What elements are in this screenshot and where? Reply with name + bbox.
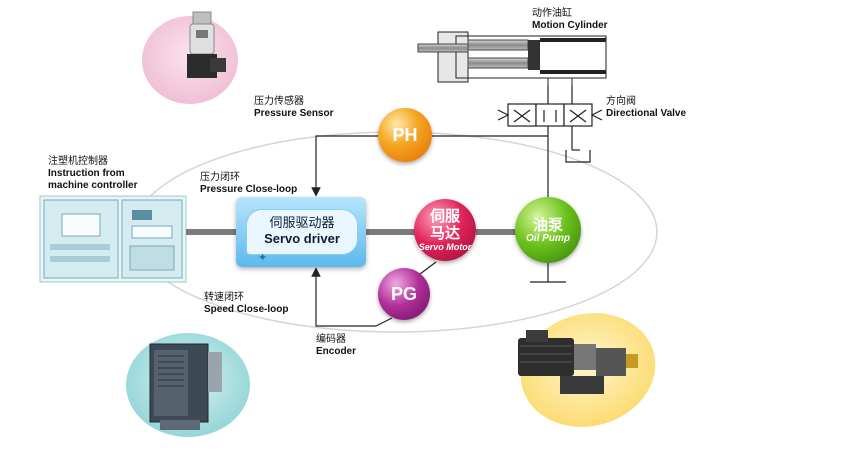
servo-motor-node: 伺服 马达 Servo Motor xyxy=(414,199,476,261)
directional-valve-label: 方向阀 Directional Valve xyxy=(606,96,686,120)
hydraulic-cylinder-symbol xyxy=(417,31,607,86)
motion-cylinder-label: 动作油缸 Motion Cylinder xyxy=(532,8,608,32)
pressure-loop-en: Pressure Close-loop xyxy=(200,184,298,195)
servo-driver-node: 伺服驱动器 Servo driver ✦ xyxy=(236,197,366,267)
encoder-label: 编码器 Encoder xyxy=(316,334,356,358)
speed-feedback-line xyxy=(311,267,393,327)
pressure-sensor-label: 压力传感器 Pressure Sensor xyxy=(254,96,334,120)
encoder-zh: 编码器 xyxy=(316,334,346,345)
oil-pump-zh: 油泵 xyxy=(532,216,563,234)
speed-loop-label: 转速闭环 Speed Close-loop xyxy=(204,292,288,316)
servo-motor-zh-1: 伺服 xyxy=(429,208,460,225)
motor-pump-unit-image xyxy=(518,330,638,394)
motion-cylinder-en: Motion Cylinder xyxy=(532,20,608,31)
speed-loop-zh: 转速闭环 xyxy=(204,292,244,303)
encoder-en: Encoder xyxy=(316,346,357,357)
servo-driver-zh: 伺服驱动器 xyxy=(269,215,335,230)
hydraulic-piping xyxy=(530,86,591,283)
servo-drive-unit-image xyxy=(149,343,222,430)
oil-pump-en: Oil Pump xyxy=(526,232,570,244)
directional-valve-symbol xyxy=(497,103,603,127)
servo-driver-label-panel: 伺服驱动器 Servo driver xyxy=(246,209,358,255)
pressure-loop-zh: 压力闭环 xyxy=(200,172,240,183)
motor-pump-bubble xyxy=(518,313,656,427)
pressure-sensor-en: Pressure Sensor xyxy=(254,108,334,119)
controller-board-image xyxy=(39,195,187,283)
pressure-loop-label: 压力闭环 Pressure Close-loop xyxy=(200,172,297,196)
controller-en-1: Instruction from xyxy=(48,168,125,179)
controller-zh: 注塑机控制器 xyxy=(48,156,108,167)
pressure-sensor-zh: 压力传感器 xyxy=(254,96,304,107)
speed-loop-en: Speed Close-loop xyxy=(204,304,289,315)
controller-label: 注塑机控制器 Instruction from machine controll… xyxy=(48,156,137,192)
servo-motor-zh-2: 马达 xyxy=(429,225,460,242)
pressure-feedback-line xyxy=(311,135,378,197)
controller-en-2: machine controller xyxy=(48,180,138,191)
servo-driver-en: Servo driver xyxy=(264,231,340,246)
motion-cylinder-zh: 动作油缸 xyxy=(532,8,572,19)
ph-node: PH xyxy=(378,108,432,162)
drive-unit-bubble xyxy=(126,333,250,437)
ph-text: PH xyxy=(392,124,418,145)
spark-icon: ✦ xyxy=(258,252,268,264)
pg-text: PG xyxy=(390,283,417,304)
pressure-sensor-image xyxy=(187,11,226,78)
pg-node: PG xyxy=(378,268,430,320)
servo-motor-en: Servo Motor xyxy=(418,242,472,252)
motor-to-pg-line xyxy=(419,261,437,275)
directional-valve-en: Directional Valve xyxy=(606,108,687,119)
directional-valve-zh: 方向阀 xyxy=(606,96,636,107)
oil-pump-node: 油泵 Oil Pump xyxy=(515,197,581,263)
pressure-sensor-bubble xyxy=(142,11,238,104)
